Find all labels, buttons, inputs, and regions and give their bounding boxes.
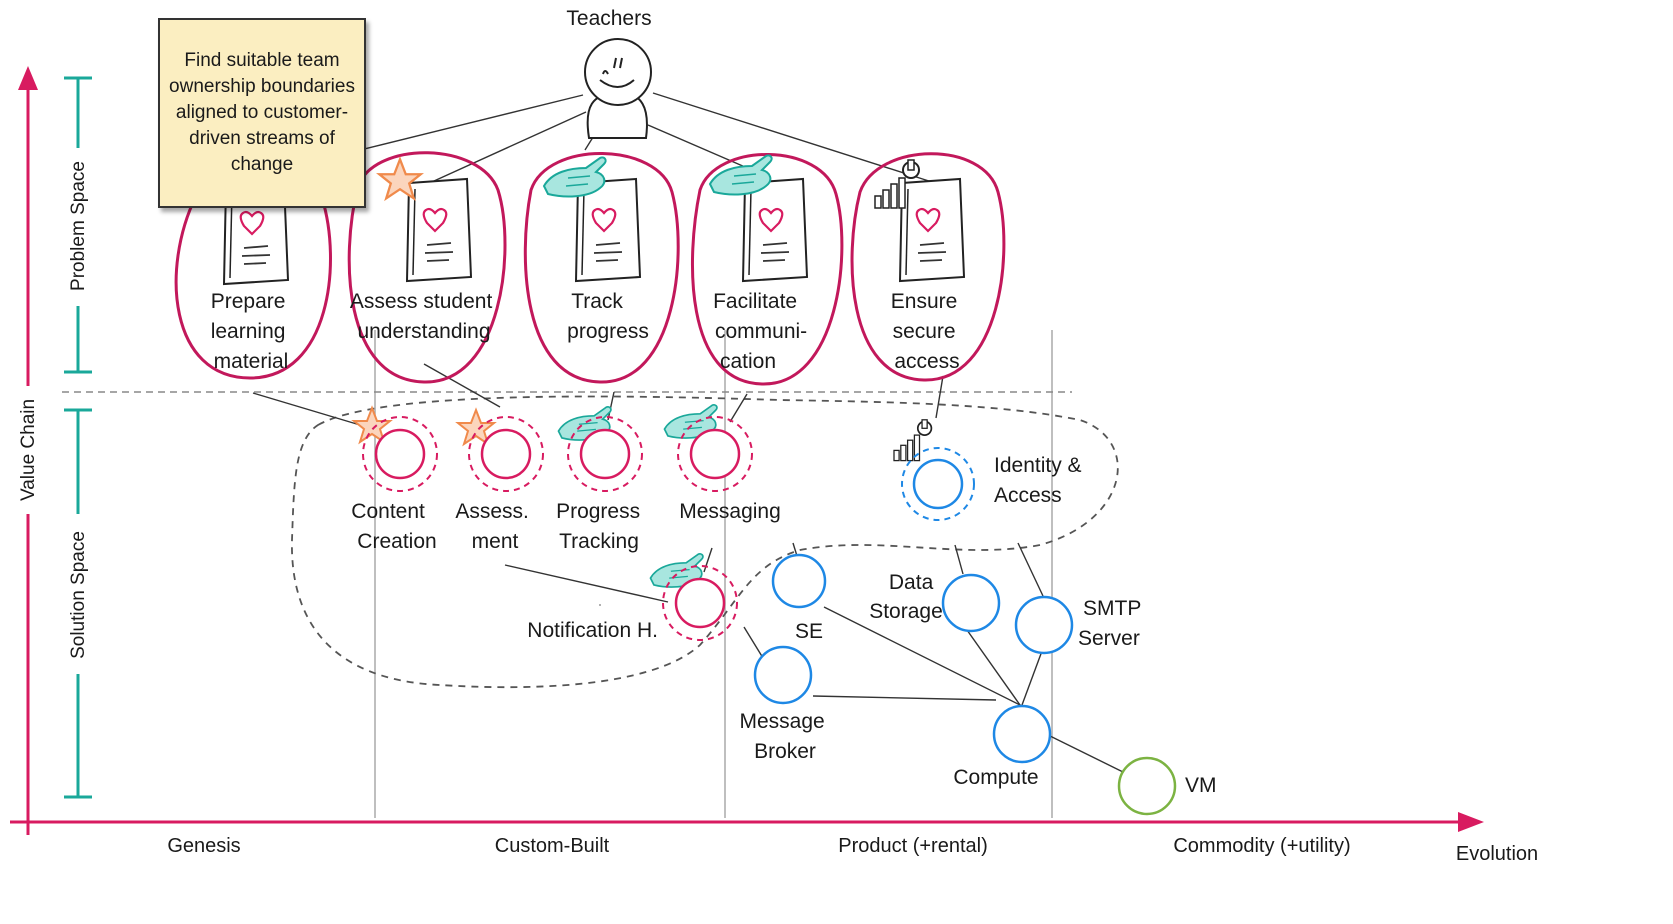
commodity-components (753, 553, 1074, 764)
component-progress-tracking (579, 428, 631, 480)
x-axis-arrowhead (1458, 812, 1484, 832)
component-se (771, 553, 827, 609)
need-component-links (252, 363, 944, 426)
document-heart-icon (405, 177, 473, 283)
sticky-note-text: Find suitable team ownership boundaries … (169, 50, 355, 175)
need-outline-facilitate (690, 153, 844, 386)
component-links (504, 542, 1124, 773)
label-message-broker: Message Broker (739, 710, 830, 763)
actor-label: Teachers (566, 7, 651, 30)
component-assessment (480, 428, 532, 480)
component-compute (992, 704, 1052, 764)
evolution-axis-label: Evolution (1456, 843, 1538, 865)
value-chain-label: Value Chain (18, 399, 39, 501)
need-outline-track (523, 152, 680, 384)
label-smtp-server: SMTP Server (1078, 597, 1147, 650)
need-outline-assess (347, 151, 507, 384)
evolution-stages: Genesis Custom-Built Product (+rental) C… (167, 835, 1538, 865)
problem-space-label: Problem Space (68, 161, 89, 291)
label-notification: Notification H. (527, 619, 658, 642)
label-progress-tracking: Progress Tracking (556, 500, 646, 553)
y-axis-arrowhead (18, 66, 38, 90)
need-label-assess: Assess student understanding (350, 290, 498, 343)
label-se: SE (795, 620, 823, 643)
stage-product: Product (+rental) (838, 835, 988, 857)
label-compute: Compute (953, 766, 1038, 789)
label-content-creation: Content Creation (351, 500, 436, 553)
need-label-track: Track progress (567, 290, 649, 343)
label-identity-access: Identity & Access (994, 454, 1087, 507)
solution-space-label: Solution Space (68, 531, 89, 659)
component-content-creation (374, 428, 426, 480)
label-vm: VM (1185, 774, 1217, 797)
component-notification (674, 577, 726, 629)
label-messaging: Messaging (679, 500, 781, 523)
need-labels: Prepare learning material Assess student… (211, 290, 963, 373)
teacher-stickfigure-icon (584, 38, 652, 139)
custom-components (362, 416, 753, 641)
need-label-facilitate: Facilitate communi- cation (713, 290, 813, 373)
component-message-broker (753, 645, 813, 705)
label-assessment: Assess. ment (455, 500, 534, 553)
stage-commodity: Commodity (+utility) (1173, 835, 1350, 857)
stage-dividers (374, 330, 1053, 818)
component-data-storage (941, 573, 1001, 633)
sticky-note: Find suitable team ownership boundaries … (158, 18, 366, 208)
component-messaging (689, 428, 741, 480)
component-vm (1117, 756, 1177, 816)
component-smtp-server (1014, 595, 1074, 655)
bar-chart-wrench-icon (893, 418, 933, 462)
component-identity-access (912, 458, 964, 510)
need-label-prepare: Prepare learning material (211, 290, 292, 373)
stage-custom-built: Custom-Built (495, 835, 610, 857)
handshake-icon (709, 154, 773, 196)
stage-genesis: Genesis (167, 835, 240, 857)
team-boundary-outline (291, 395, 1119, 689)
document-heart-icon (741, 177, 809, 283)
need-outline-secure (850, 152, 1006, 382)
component-labels: Content Creation Assess. ment Progress T… (351, 454, 1216, 797)
need-label-secure: Ensure secure access (891, 290, 963, 373)
document-heart-icon (898, 177, 966, 283)
label-data-storage: Data Storage (869, 571, 943, 623)
